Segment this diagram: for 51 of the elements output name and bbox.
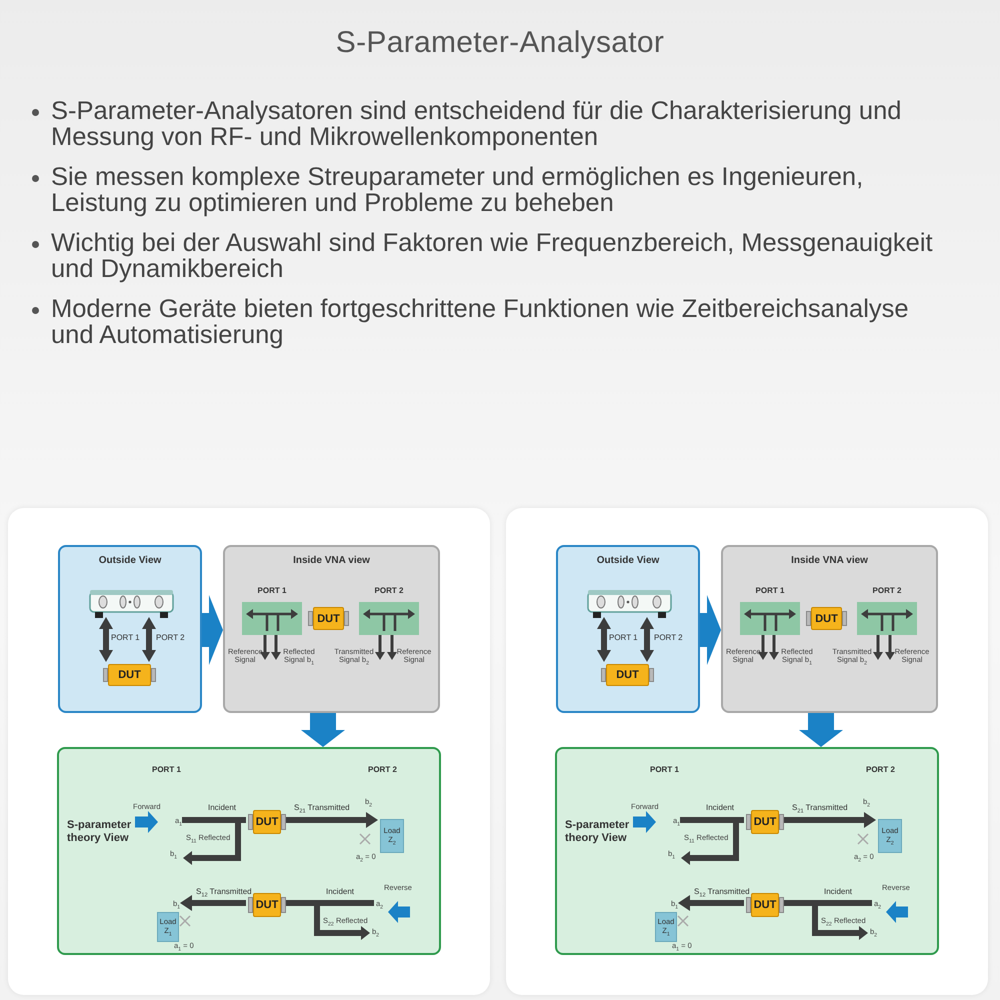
view-panel: [555, 747, 939, 955]
port-label: PORT 2: [866, 766, 895, 775]
port-heading: PORT 2: [374, 586, 404, 595]
bullet-text: Moderne Geräte bieten fortgeschrittene Funktionen wie Zeitbereichsanalyse und Automatisierung: [51, 296, 910, 348]
view-panel: [57, 747, 441, 955]
panel-heading: S-parameter theory View: [67, 819, 132, 844]
arrow: [597, 617, 611, 662]
panel-heading: S-parameter theory View: [565, 819, 630, 844]
panel-heading: Inside VNA view: [293, 555, 370, 566]
view-panel: [223, 545, 440, 713]
port-heading: PORT 1: [756, 586, 784, 595]
bullet-text: Wichtig bei der Auswahl sind Faktoren wie Frequenzbereich, Messgenauigkeit und Dynamikbereich: [51, 230, 934, 282]
arrow: [640, 617, 654, 662]
view-panel: [721, 545, 938, 713]
arrow: [284, 812, 378, 828]
edge-label: Incident: [326, 888, 354, 896]
edge-label: PORT 1: [111, 634, 140, 642]
panel-card: [506, 508, 988, 995]
arrow: [202, 595, 223, 665]
arrow: [301, 713, 345, 747]
analyzer-drawing: [587, 589, 672, 619]
arrow: [142, 617, 156, 662]
panel-heading: Outside View: [596, 555, 660, 566]
arrow: [799, 713, 843, 747]
panel-card: [8, 508, 490, 995]
edge-label: PORT 1: [609, 634, 638, 642]
panel-heading: Outside View: [98, 555, 162, 566]
edge-label: Incident: [706, 804, 734, 812]
arrow: [782, 812, 876, 828]
port-heading: PORT 2: [872, 586, 902, 595]
analyzer-drawing: [89, 589, 174, 619]
edge-label: PORT 2: [654, 634, 683, 642]
port-label: PORT 1: [650, 766, 679, 775]
bullet-text: Sie messen komplexe Streuparameter und ermöglichen es Ingenieuren, Leistung zu optimieren und Probleme zu beheben: [51, 164, 864, 216]
edge-label: S$_{21}$ Transmitted: [792, 804, 848, 816]
edge-label: PORT 2: [156, 634, 185, 642]
view-panel: [58, 545, 202, 713]
bullet-text: S-Parameter-Analysatoren sind entscheidend für die Charakterisierung und Messung von RF- und Mikrowellenkomponenten: [51, 98, 902, 150]
port-heading: PORT 1: [258, 586, 286, 595]
edge-label: S$_{21}$ Transmitted: [294, 804, 350, 816]
edge-label: Incident: [208, 804, 236, 812]
arrow: [99, 617, 113, 662]
port-label: PORT 1: [152, 766, 181, 775]
panel-heading: Inside VNA view: [791, 555, 868, 566]
arrow: [700, 595, 721, 665]
port-label: PORT 2: [368, 766, 397, 775]
view-panel: [556, 545, 700, 713]
arrow: [678, 895, 744, 911]
page-title: S-Parameter-Analysator: [334, 26, 666, 60]
edge-label: Incident: [824, 888, 852, 896]
arrow: [180, 895, 246, 911]
